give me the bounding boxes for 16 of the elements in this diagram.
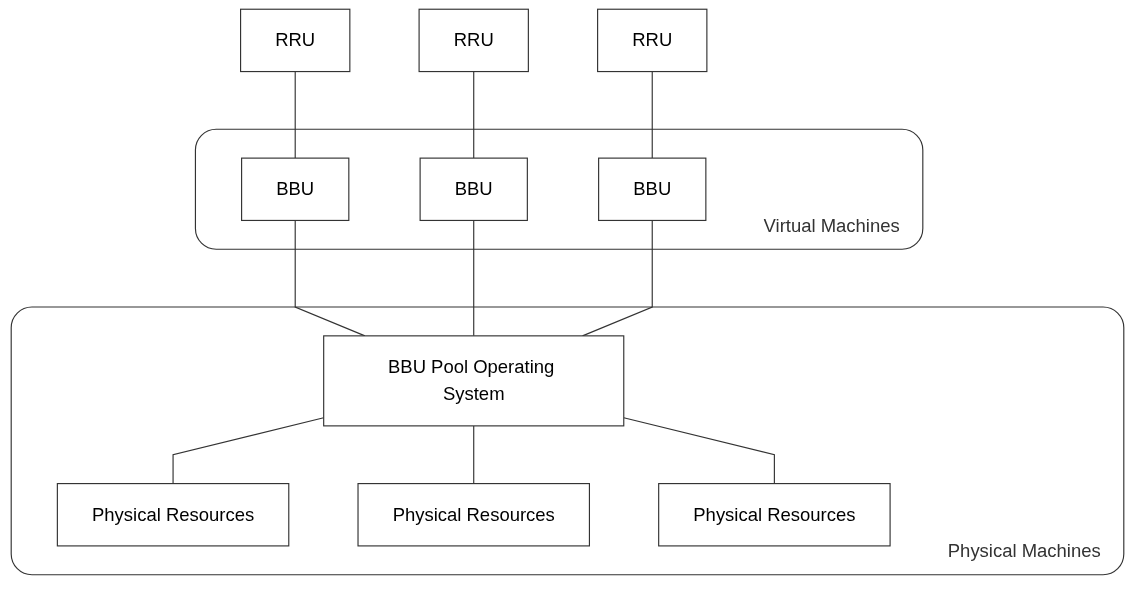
node-box: BBU — [241, 157, 350, 221]
connector — [473, 71, 475, 159]
node-box: RRU — [418, 8, 529, 73]
connector — [623, 417, 775, 485]
connector — [473, 425, 475, 485]
node-box: RRU — [597, 8, 708, 73]
node-box: Physical Resources — [56, 483, 290, 547]
connector — [294, 71, 296, 159]
node-box: BBU — [598, 157, 707, 221]
node-box: RRU — [240, 8, 351, 73]
connector — [651, 71, 653, 159]
node-box: BBU — [419, 157, 528, 221]
connector — [473, 219, 475, 337]
node-box: BBU Pool Operating System — [323, 335, 625, 427]
node-box: Physical Resources — [357, 483, 590, 547]
node-box: Physical Resources — [658, 483, 891, 547]
